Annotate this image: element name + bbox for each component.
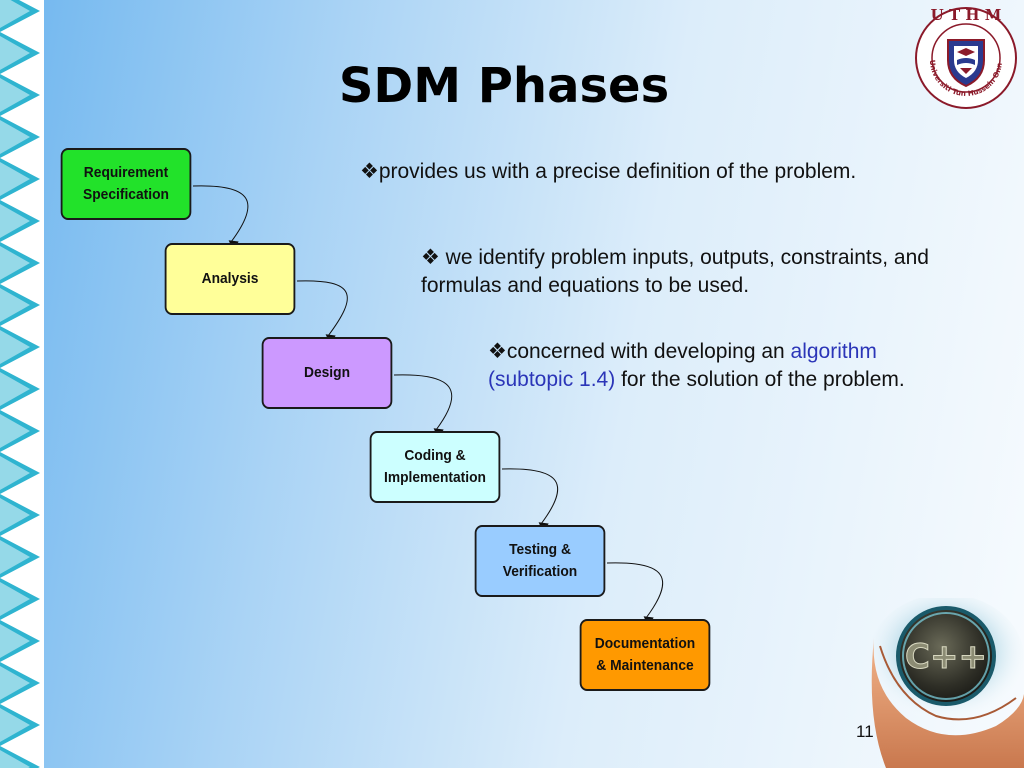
connector-arrow <box>501 468 559 532</box>
chevron-highlight <box>0 750 30 768</box>
chevron-highlight <box>0 288 30 322</box>
note-text: provides us with a precise definition of… <box>378 160 857 183</box>
phase-label-line1: Documentation <box>594 635 696 652</box>
connector-arrow <box>606 562 664 626</box>
chevron-highlight <box>0 708 30 742</box>
chevron-highlight <box>0 624 30 658</box>
logo-top-text: U T H M <box>931 6 1002 24</box>
phase-coding-implementation: Coding & Implementation <box>369 431 501 503</box>
note-requirement: ❖provides us with a precise definition o… <box>360 158 880 186</box>
phase-label-line2: Verification <box>502 563 578 580</box>
cpp-label: C++ <box>905 637 987 677</box>
note-text: for the solution of the problem. <box>615 368 905 391</box>
note-text: concerned with developing an <box>506 340 791 363</box>
phase-documentation-maintenance: Documentation & Maintenance <box>579 619 711 691</box>
phase-label-line1: Analysis <box>201 270 259 287</box>
diamond-bullet-icon: ❖ <box>360 160 379 183</box>
chevron-highlight <box>0 498 30 532</box>
phase-label-line1: Testing & <box>509 541 571 558</box>
note-design: ❖concerned with developing an algorithm … <box>488 338 948 394</box>
phase-testing-verification: Testing & Verification <box>474 525 606 597</box>
phase-label-line2: Specification <box>83 186 169 203</box>
note-text: we identify problem inputs, outputs, con… <box>421 246 929 297</box>
chevron-highlight <box>0 456 30 490</box>
slide-title: SDM Phases <box>338 58 670 114</box>
phase-label-line1: Design <box>303 364 350 381</box>
chevron-highlight <box>0 120 30 154</box>
page-number: 11 <box>856 722 874 741</box>
chevron-highlight <box>0 330 30 364</box>
phase-label-line1: Requirement <box>83 164 169 181</box>
phase-label-line1: Coding & <box>404 447 466 464</box>
connector-arrow <box>192 185 249 250</box>
chevron-highlight <box>0 540 30 574</box>
diamond-bullet-icon: ❖ <box>488 340 507 363</box>
chevron-highlight <box>0 36 30 70</box>
chevron-highlight <box>0 246 30 280</box>
phase-label-line2: & Maintenance <box>596 657 694 674</box>
phase-analysis: Analysis <box>164 243 296 315</box>
chevron-highlight <box>0 0 30 28</box>
phase-design: Design <box>261 337 393 409</box>
chevron-highlight <box>0 78 30 112</box>
diamond-bullet-icon: ❖ <box>421 246 440 269</box>
phase-label-line2: Implementation <box>383 469 486 486</box>
connector-arrow <box>393 374 453 438</box>
algorithm-subtopic-link[interactable]: algorithm (subtopic 1.4) <box>488 340 877 391</box>
uthm-logo-icon: U T H M Universiti Tun Hussein Onn Malay… <box>910 2 1017 109</box>
note-analysis: ❖ we identify problem inputs, outputs, c… <box>421 244 1011 300</box>
chevron-edge-decoration <box>0 0 44 768</box>
chevron-highlight <box>0 372 30 406</box>
chevron-highlight <box>0 162 30 196</box>
chevron-highlight <box>0 414 30 448</box>
chevron-highlight <box>0 204 30 238</box>
cpp-hands-graphic-icon: C++ <box>868 598 1024 768</box>
chevron-highlight <box>0 582 30 616</box>
chevron-highlight <box>0 666 30 700</box>
connector-arrow <box>296 280 348 344</box>
